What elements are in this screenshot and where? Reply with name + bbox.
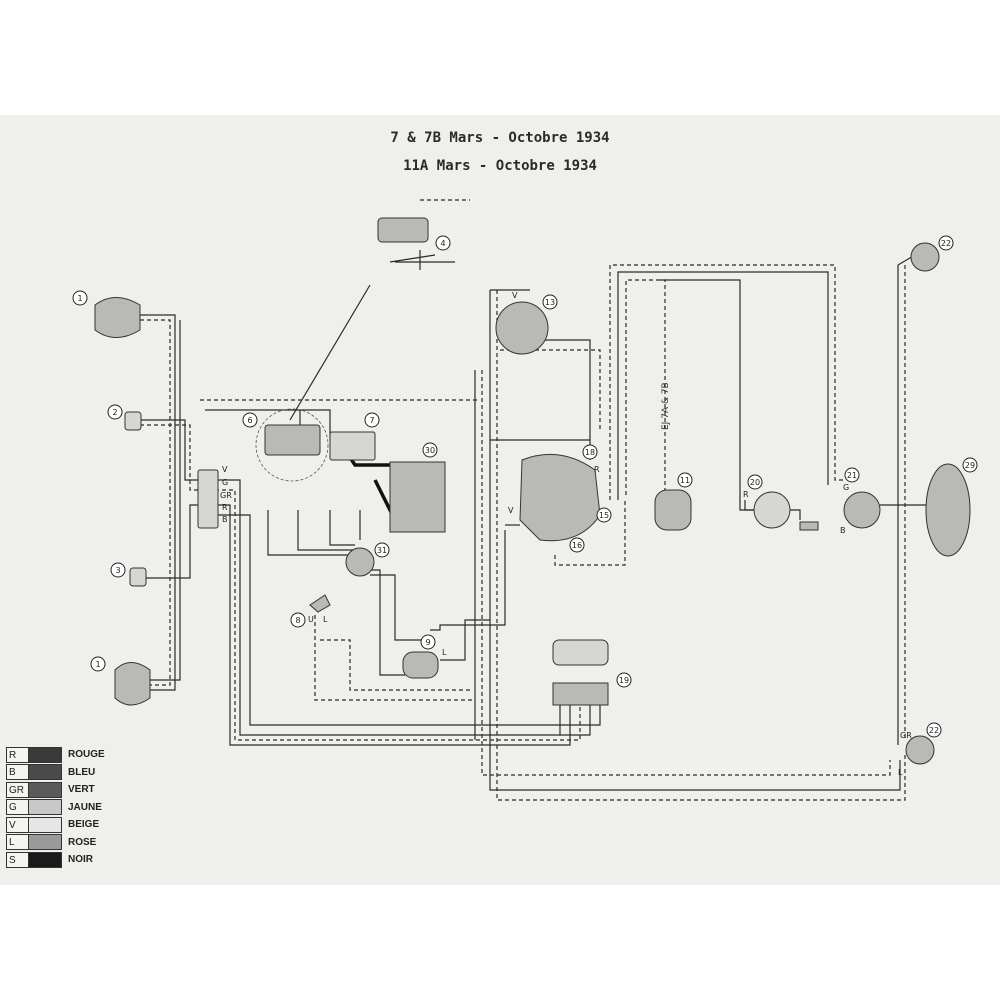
title-line-1: 7 & 7B Mars - Octobre 1934 (390, 130, 610, 146)
c15-letter: V (508, 506, 514, 515)
callout-2: 2 (112, 408, 117, 417)
legend-code: B (6, 764, 28, 781)
color-legend: R ROUGE B BLEU GR VERT G JAUNE V BEIGE L… (6, 746, 116, 869)
side-text: EJ 7A & 7B (661, 382, 671, 430)
diagram-sheet (0, 115, 1000, 885)
legend-row: R ROUGE (6, 746, 116, 764)
c13-letter: V (512, 291, 518, 300)
wire-letters: V G GR R B V R V R G B GR L L U L (220, 291, 912, 777)
dynamo-13 (495, 301, 549, 355)
legend-swatch (28, 746, 62, 763)
callout-1a: 1 (77, 294, 82, 303)
wiper-21 (843, 491, 881, 529)
switch-3 (129, 567, 147, 587)
terminal-board-19 (552, 639, 609, 706)
callout-22-top: 22 (941, 239, 951, 248)
legend-name: VERT (68, 784, 95, 796)
fuse-box-31 (345, 547, 375, 577)
c8-letter-u: U (308, 615, 314, 624)
legend-swatch (28, 764, 62, 781)
callout-4: 4 (440, 239, 445, 248)
legend-name: NOIR (68, 854, 93, 866)
c9-letter: L (442, 648, 447, 657)
legend-code: R (6, 746, 28, 763)
c21-letter-g: G (843, 483, 849, 492)
callout-29: 29 (965, 461, 975, 470)
callout-30: 30 (425, 446, 435, 455)
c22-letter-l: L (898, 768, 903, 777)
legend-name: BLEU (68, 766, 96, 778)
legend-row: S NOIR (6, 851, 116, 869)
callout-31: 31 (377, 546, 387, 555)
wiring-harness (140, 199, 930, 801)
headlamp-1-top (94, 297, 141, 338)
switch-8 (309, 594, 331, 613)
battery-30 (389, 461, 446, 533)
fuel-gauge-11 (654, 489, 692, 531)
legend-code: L (6, 834, 28, 851)
c22-letter-gr: GR (900, 731, 912, 740)
callout-11: 11 (680, 476, 690, 485)
horn-2 (124, 411, 142, 431)
starter-20 (753, 491, 819, 531)
legend-row: V BEIGE (6, 816, 116, 834)
junction-block (197, 469, 219, 529)
lamp-22-bottom (905, 735, 935, 765)
regulator-15-16-18 (519, 453, 601, 542)
callout-16: 16 (572, 541, 582, 550)
callout-20: 20 (750, 478, 760, 487)
junction-letter-gr: GR (220, 491, 232, 500)
legend-code: V (6, 816, 28, 833)
horn-29 (925, 463, 971, 557)
legend-name: ROSE (68, 836, 97, 848)
c20-letter: R (743, 490, 749, 499)
legend-row: B BLEU (6, 764, 116, 782)
junction-letter-b: B (222, 515, 228, 524)
callout-6: 6 (247, 416, 252, 425)
legend-swatch (28, 781, 62, 798)
legend-swatch (28, 816, 62, 833)
callout-19: 19 (619, 676, 629, 685)
callout-13: 13 (545, 298, 555, 307)
junction-letter-g: G (222, 478, 228, 487)
lamp-22-top (910, 242, 940, 272)
junction-letter-v: V (222, 465, 228, 474)
callout-3: 3 (115, 566, 120, 575)
callout-1b: 1 (95, 660, 100, 669)
title-line-2: 11A Mars - Octobre 1934 (403, 158, 597, 174)
legend-swatch (28, 834, 62, 851)
callouts: 1 2 3 1 4 6 7 8 9 11 13 15 16 18 19 20 2… (72, 235, 978, 738)
legend-row: GR VERT (6, 781, 116, 799)
callout-9: 9 (425, 638, 430, 647)
junction-letter-r: R (222, 503, 228, 512)
callout-7: 7 (369, 416, 374, 425)
c18-letter: R (594, 465, 600, 474)
headlamp-1-bottom (114, 662, 151, 706)
legend-code: G (6, 799, 28, 816)
legend-row: G JAUNE (6, 799, 116, 817)
cutout-7 (329, 431, 376, 461)
callout-8: 8 (295, 616, 300, 625)
legend-row: L ROSE (6, 834, 116, 852)
distributor-4 (377, 217, 455, 270)
callout-15: 15 (599, 511, 609, 520)
legend-swatch (28, 799, 62, 816)
switch-9 (402, 651, 439, 679)
legend-name: ROUGE (68, 749, 105, 761)
legend-code: GR (6, 781, 28, 798)
legend-swatch (28, 851, 62, 868)
coil-6 (255, 408, 329, 482)
callout-21: 21 (847, 471, 857, 480)
callout-22-bottom: 22 (929, 726, 939, 735)
c21-letter-b: B (840, 526, 846, 535)
callout-18: 18 (585, 448, 595, 457)
c8-letter-l: L (323, 615, 328, 624)
legend-name: JAUNE (68, 801, 102, 813)
legend-code: S (6, 851, 28, 868)
legend-name: BEIGE (68, 819, 100, 831)
